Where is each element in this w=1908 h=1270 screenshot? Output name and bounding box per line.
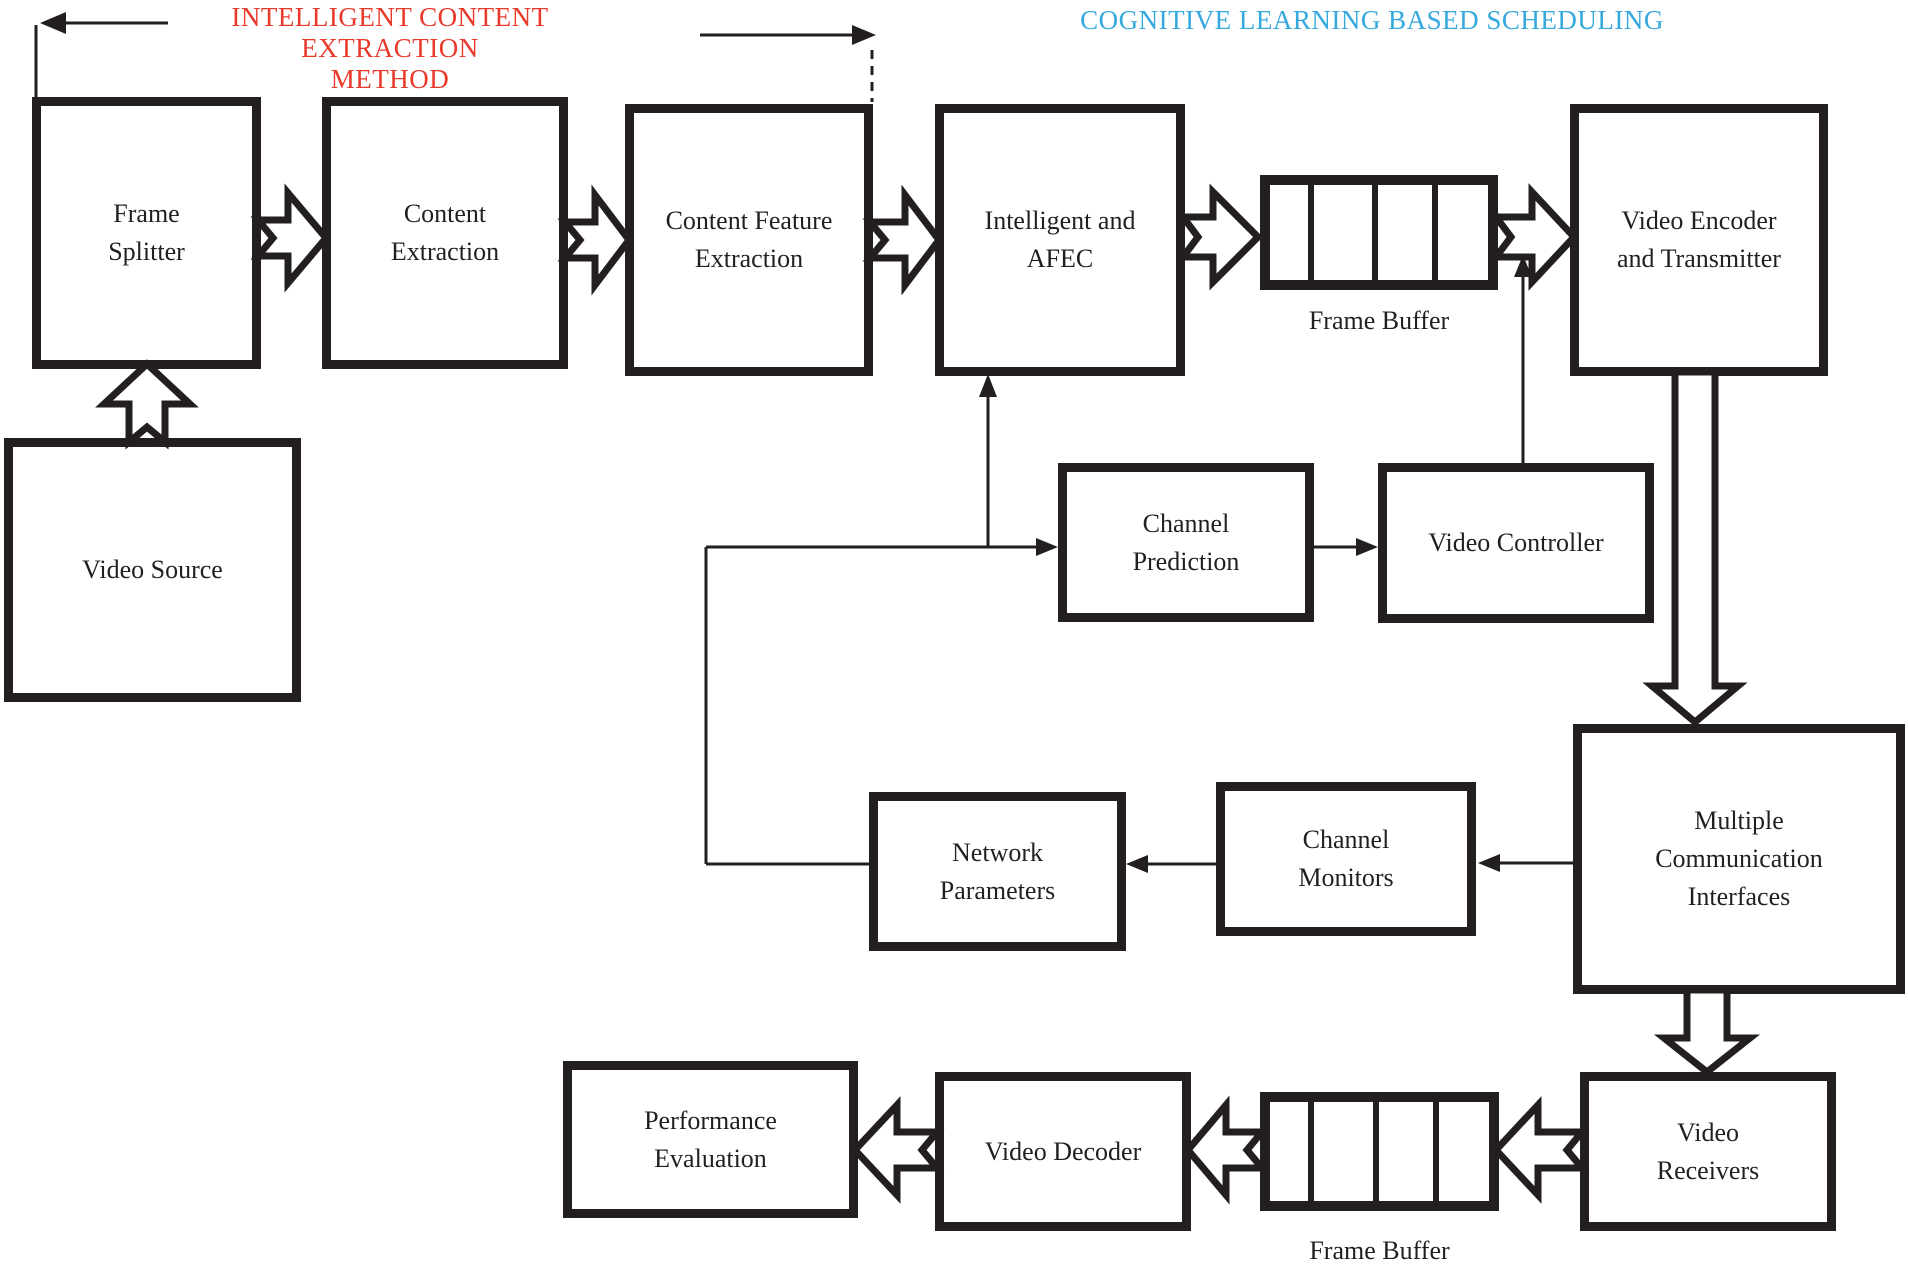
video-source-label: Video Source [82, 555, 223, 585]
arrowhead-video-controller [1356, 538, 1378, 556]
frame-buffer-bottom-label: Frame Buffer [1309, 1236, 1450, 1265]
box-channel-prediction: Channel Prediction [1058, 463, 1314, 622]
arrow-video-encoder-to-multiple-comm [1642, 368, 1748, 727]
channel-prediction-label: Channel Prediction [1132, 508, 1240, 576]
box-channel-monitors: Channel Monitors [1216, 782, 1476, 936]
frame-buffer-bottom [1260, 1092, 1499, 1211]
arrow-multiple-comm-to-video-receivers [1653, 986, 1761, 1077]
video-controller-label: Video Controller [1428, 528, 1604, 558]
content-extraction-label: Content Extraction [390, 199, 500, 266]
arrowhead-top-left [40, 12, 66, 34]
frame-buffer-top [1260, 175, 1498, 290]
frame-buffer-cell [1433, 1102, 1490, 1201]
video-decoder-label: Video Decoder [984, 1136, 1142, 1166]
arrowhead-channel-prediction [1036, 538, 1058, 556]
video-encoder-label: Video Encoder and Transmitter [1617, 206, 1781, 273]
arrow-frame-buffer-to-video-encoder [1489, 183, 1579, 291]
frame-buffer-cell [1270, 185, 1308, 280]
frame-buffer-top-label: Frame Buffer [1308, 306, 1450, 335]
arrow-video-receivers-to-frame-buffer [1491, 1096, 1590, 1204]
performance-evaluation-label: Performance Evaluation [644, 1105, 777, 1173]
box-content-feature-extraction: Content Feature Extraction [625, 104, 873, 376]
frame-splitter-label: Frame Splitter [108, 199, 185, 266]
arrow-video-source-to-frame-splitter [95, 359, 199, 450]
frame-buffer-cell [1432, 185, 1488, 280]
arrowhead-network-parameters [1126, 855, 1148, 873]
video-receivers-label: Video Receivers [1656, 1117, 1760, 1185]
box-intelligent-afec: Intelligent and AFEC [935, 104, 1185, 376]
channel-monitors-label: Channel Monitors [1298, 825, 1394, 892]
content-feature-extraction-label: Content Feature Extraction [665, 206, 833, 273]
arrowhead-top-right [852, 25, 876, 45]
frame-buffer-cell [1270, 1102, 1309, 1201]
arrow-frame-buffer-to-video-decoder [1183, 1095, 1270, 1205]
frame-buffer-cell [1308, 1102, 1373, 1201]
arrowhead-video-controller-up [1514, 255, 1532, 277]
arrow-afec-to-frame-buffer [1176, 183, 1263, 291]
header-intelligent-content-extraction: INTELLIGENT CONTENT EXTRACTION METHOD [231, 2, 549, 94]
arrowhead-afec-bottom [979, 374, 997, 397]
box-video-source: Video Source [4, 438, 301, 702]
box-video-decoder: Video Decoder [935, 1072, 1191, 1231]
frame-buffer-cell [1372, 1102, 1434, 1201]
header-cognitive-learning-scheduling: COGNITIVE LEARNING BASED SCHEDULING [1080, 5, 1664, 35]
network-parameters-label: Network Parameters [939, 837, 1056, 905]
intelligent-afec-label: Intelligent and AFEC [984, 206, 1136, 273]
box-video-receivers: Video Receivers [1580, 1072, 1836, 1231]
box-frame-splitter: Frame Splitter [32, 97, 261, 369]
frame-buffer-cell [1307, 185, 1373, 280]
multiple-comm-label: Multiple Communication Interfaces [1655, 806, 1823, 911]
box-performance-evaluation: Performance Evaluation [563, 1061, 858, 1218]
box-multiple-communication-interfaces: Multiple Communication Interfaces [1573, 724, 1905, 994]
arrow-frame-splitter-to-content-extraction [250, 183, 331, 293]
box-network-parameters: Network Parameters [869, 792, 1126, 951]
arrowhead-channel-monitors [1478, 854, 1500, 872]
arrow-content-extraction-to-feature-extraction [557, 184, 634, 296]
box-content-extraction: Content Extraction [322, 97, 568, 369]
arrow-feature-extraction-to-afec [862, 184, 944, 296]
box-video-controller: Video Controller [1378, 463, 1654, 623]
box-video-encoder-transmitter: Video Encoder and Transmitter [1570, 104, 1828, 376]
arrow-video-decoder-to-performance-evaluation [850, 1096, 945, 1204]
frame-buffer-cell [1372, 185, 1433, 280]
